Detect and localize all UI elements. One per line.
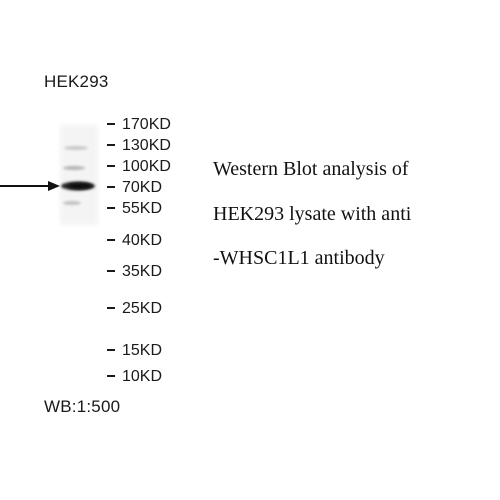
marker-label: 25KD xyxy=(122,300,163,317)
caption-line: -WHSC1L1 antibody xyxy=(213,247,385,269)
marker-label: 35KD xyxy=(122,263,163,280)
marker-row: 40KD xyxy=(107,232,162,250)
marker-label: 15KD xyxy=(122,342,163,359)
marker-row: 15KD xyxy=(107,342,162,360)
marker-row: 35KD xyxy=(107,263,162,281)
marker-row: 70KD xyxy=(107,179,162,197)
faint-band xyxy=(63,166,85,170)
marker-row: 170KD xyxy=(107,116,171,134)
marker-tick xyxy=(107,164,115,167)
arrow-head-icon xyxy=(48,181,60,191)
marker-tick xyxy=(107,269,115,272)
caption-line: HEK293 lysate with anti xyxy=(213,203,412,225)
marker-row: 130KD xyxy=(107,137,171,155)
marker-tick xyxy=(107,122,115,125)
marker-label: 40KD xyxy=(122,232,163,249)
marker-tick xyxy=(107,374,115,377)
marker-tick xyxy=(107,306,115,309)
faint-band xyxy=(64,146,88,150)
marker-tick xyxy=(107,206,115,209)
caption-line: Western Blot analysis of xyxy=(213,158,409,180)
marker-row: 25KD xyxy=(107,300,162,318)
faint-band xyxy=(63,201,81,205)
lane-background xyxy=(60,125,98,225)
marker-label: 130KD xyxy=(122,137,171,154)
marker-row: 100KD xyxy=(107,158,171,176)
marker-tick xyxy=(107,185,115,188)
marker-label: 170KD xyxy=(122,116,171,133)
sample-label: HEK293 xyxy=(44,72,109,91)
marker-label: 10KD xyxy=(122,368,163,385)
marker-label: 70KD xyxy=(122,179,163,196)
marker-tick xyxy=(107,143,115,146)
dilution-label: WB:1:500 xyxy=(44,397,121,416)
marker-label: 100KD xyxy=(122,158,171,175)
marker-tick xyxy=(107,238,115,241)
marker-label: 55KD xyxy=(122,200,163,217)
marker-row: 10KD xyxy=(107,368,162,386)
marker-row: 55KD xyxy=(107,200,162,218)
main-band-core xyxy=(68,183,92,189)
marker-tick xyxy=(107,348,115,351)
